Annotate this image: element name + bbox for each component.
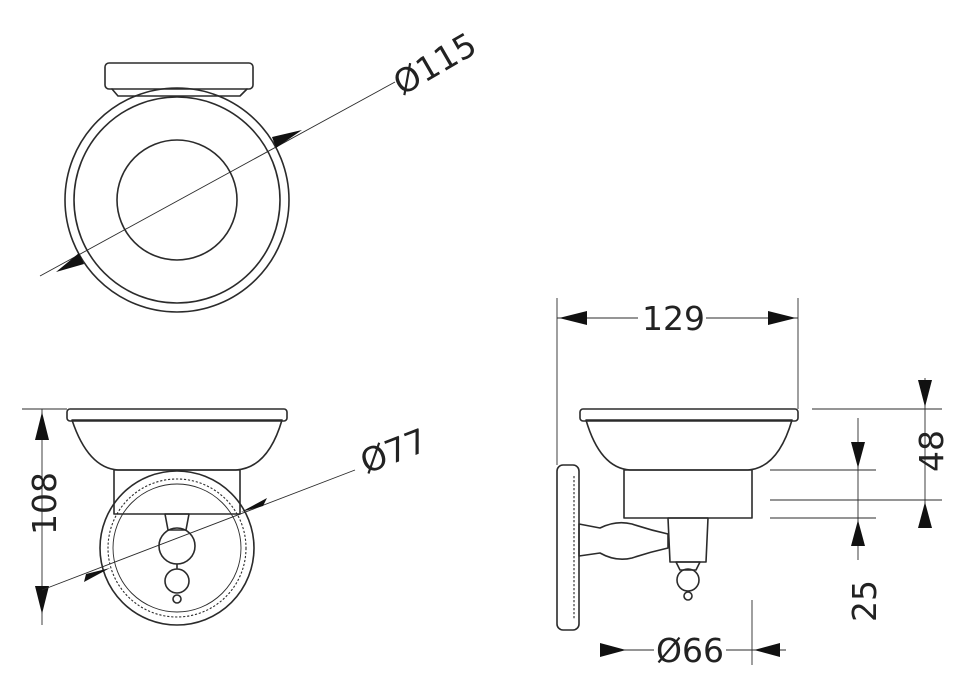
side-view-finial	[676, 568, 700, 592]
dim-outer-diameter-label: Ø115	[387, 25, 484, 103]
dim-arm-offset-label: 25	[845, 580, 884, 622]
dim-arm-offset-arrow-bottom	[851, 520, 865, 546]
front-view-dish-rim	[66, 408, 288, 422]
top-view: Ø115	[39, 25, 484, 313]
front-view-cup-holder	[113, 469, 241, 515]
side-view-dish-bowl	[585, 419, 793, 471]
side-view-dish-rim	[579, 408, 799, 422]
front-view-rope-border	[107, 478, 247, 618]
dim-arm-offset-arrow-top	[851, 442, 865, 468]
dim-height-label: 108	[25, 472, 64, 535]
dim-plate-diameter-label: Ø77	[355, 421, 432, 482]
dim-depth-label-gap	[638, 298, 706, 334]
dim-projection-arrow-right	[754, 643, 780, 657]
dim-plate-diameter-leader	[41, 469, 356, 591]
dim-cup-height-arrow-top	[918, 380, 932, 407]
dim-outer-diameter-leader	[39, 81, 396, 277]
top-view-dish-rim	[104, 62, 254, 90]
dim-projection-label: Ø66	[656, 631, 724, 670]
side-view-wall-plate	[556, 464, 580, 631]
side-view-post	[667, 517, 709, 563]
dim-projection-label-gap	[654, 630, 726, 666]
top-view-center-recess	[116, 139, 238, 261]
top-view-dish-underside	[111, 88, 248, 97]
front-view-finial-tip	[172, 594, 182, 604]
dim-plate-diameter-arrow-lower	[84, 568, 110, 582]
top-view-ring-inner-edge	[73, 96, 281, 304]
side-view: 129 48 25 Ø66	[556, 298, 951, 670]
side-view-cup-holder	[623, 469, 753, 519]
side-view-finial-tip	[683, 591, 693, 601]
dim-plate-diameter-arrow-upper	[241, 498, 267, 512]
front-view-finial	[164, 568, 190, 594]
dim-depth-arrow-right	[768, 311, 796, 325]
dim-cup-height-label: 48	[912, 430, 951, 472]
dim-depth-arrow-left	[559, 311, 587, 325]
dim-depth-label: 129	[642, 299, 705, 338]
front-view-dish-bowl	[71, 419, 283, 471]
front-view-plate-inner-edge	[112, 483, 242, 613]
side-view-post-neck	[675, 561, 701, 571]
side-view-arm	[578, 521, 669, 560]
top-view-outer-ring	[64, 87, 290, 313]
front-view: 108 Ø77	[22, 408, 432, 626]
dim-height-arrow-top	[35, 412, 49, 440]
front-view-wall-plate	[99, 470, 255, 626]
dim-outer-diameter-arrow-upper	[272, 130, 302, 148]
dim-cup-height-arrow-bottom	[918, 502, 932, 528]
dim-outer-diameter-arrow-lower	[56, 253, 84, 272]
dim-height-arrow-bottom	[35, 586, 49, 614]
dim-projection-arrow-left	[600, 643, 626, 657]
